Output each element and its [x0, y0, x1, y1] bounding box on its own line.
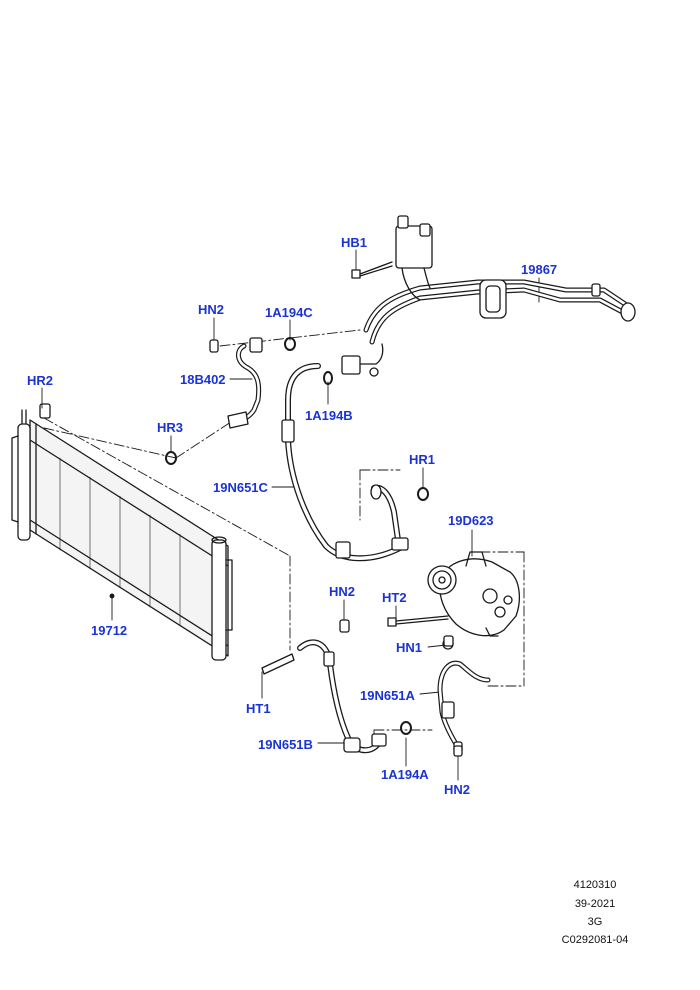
reference-line-3: 3G — [587, 916, 603, 928]
callout-1a194b[interactable]: 1A194B — [305, 408, 353, 423]
stud-ht1 — [261, 653, 295, 675]
dash-dot-leaders — [43, 329, 525, 743]
hose-19n651b — [297, 639, 387, 754]
hose-18b402 — [227, 337, 263, 429]
callout-hb1[interactable]: HB1 — [341, 235, 368, 250]
callout-19d623[interactable]: 19D623 — [448, 513, 494, 528]
hose-19n651a — [437, 638, 491, 753]
callout-18b402[interactable]: 18B402 — [180, 372, 226, 387]
callout-hn2-bottom[interactable]: HN2 — [444, 782, 471, 797]
callout-19867[interactable]: 19867 — [521, 262, 558, 277]
callout-19n651a[interactable]: 19N651A — [360, 688, 415, 703]
callout-19712[interactable]: 19712 — [91, 623, 128, 638]
callout-ht1[interactable]: HT1 — [246, 701, 271, 716]
bolt-ht2 — [387, 615, 449, 627]
reference-line-2: 39-2021 — [574, 898, 616, 910]
hose-19n651c — [281, 363, 409, 562]
callout-19n651c[interactable]: 19N651C — [213, 480, 268, 495]
callout-hr1[interactable]: HR1 — [409, 452, 436, 467]
hose-assembly-19867 — [341, 215, 636, 377]
reference-line-1: 4120310 — [573, 879, 617, 891]
callout-1a194c[interactable]: 1A194C — [265, 305, 313, 320]
callout-19n651b[interactable]: 19N651B — [258, 737, 313, 752]
callout-ht2[interactable]: HT2 — [382, 590, 407, 605]
seals-and-nuts — [165, 337, 463, 757]
callout-hn2-mid[interactable]: HN2 — [329, 584, 356, 599]
compressor-19d623 — [427, 551, 521, 637]
callout-1a194a[interactable]: 1A194A — [381, 767, 429, 782]
callout-hr3[interactable]: HR3 — [157, 420, 184, 435]
callout-hn1[interactable]: HN1 — [396, 640, 423, 655]
callout-leaders — [41, 249, 540, 781]
callout-hn2-top[interactable]: HN2 — [198, 302, 225, 317]
reference-line-4: C0292081-04 — [561, 934, 629, 946]
callout-hr2[interactable]: HR2 — [27, 373, 54, 388]
bolt-hb1 — [351, 261, 393, 279]
condenser-19712 — [11, 403, 233, 661]
